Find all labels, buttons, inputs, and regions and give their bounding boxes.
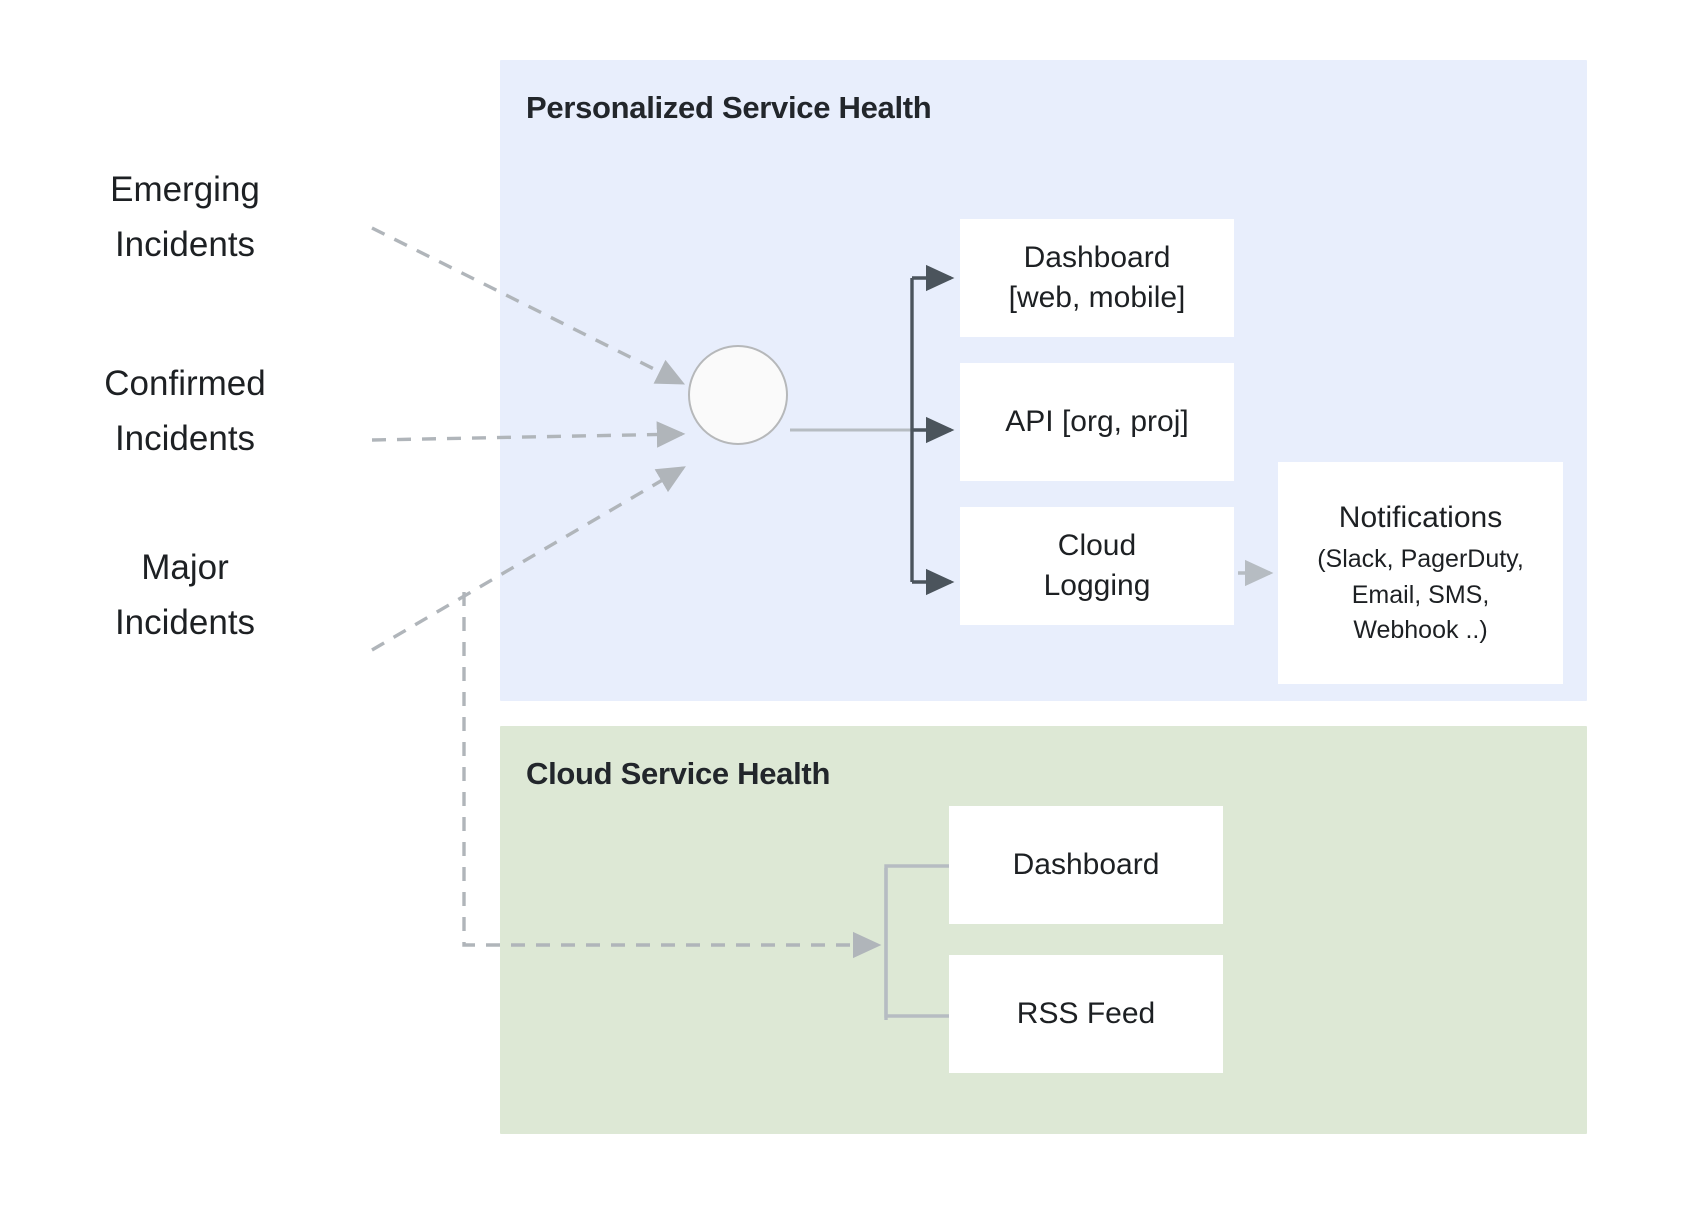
input-label-major-incidents: Major Incidents — [114, 548, 256, 643]
panel-title-personalized-service-health: Personalized Service Health — [526, 90, 932, 125]
node-cloud-logging[interactable]: Cloud Logging — [960, 507, 1234, 625]
input-label-emerging-incidents: Emerging Incidents — [110, 170, 260, 265]
panel-title-cloud-service-health: Cloud Service Health — [526, 756, 831, 791]
node-cloud-service-health-rss-feed[interactable]: RSS Feed — [949, 955, 1223, 1073]
node-dashboard-web-mobile[interactable]: Dashboard [web, mobile] — [960, 219, 1234, 337]
aggregation-hub-node[interactable] — [688, 345, 788, 445]
node-notifications[interactable]: Notifications (Slack, PagerDuty, Email, … — [1278, 462, 1563, 684]
input-label-confirmed-incidents: Confirmed Incidents — [104, 364, 266, 459]
node-api-org-proj[interactable]: API [org, proj] — [960, 363, 1234, 481]
node-cloud-service-health-dashboard[interactable]: Dashboard — [949, 806, 1223, 924]
node-notifications-channels: (Slack, PagerDuty, Email, SMS, Webhook .… — [1317, 545, 1524, 644]
node-notifications-title: Notifications — [1338, 500, 1503, 534]
